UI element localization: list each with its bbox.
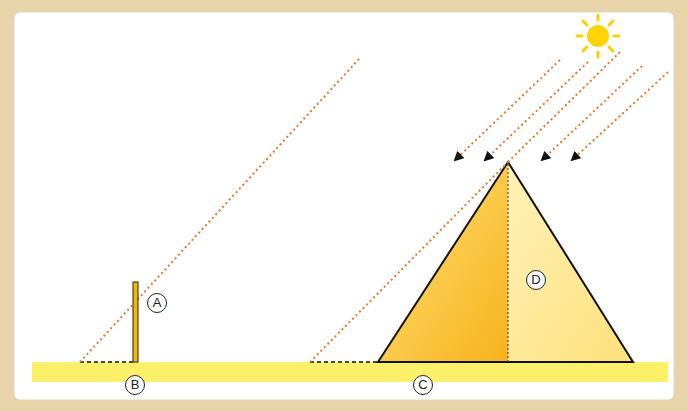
stick xyxy=(133,282,138,362)
sun-rays xyxy=(80,52,668,362)
stick-shadow xyxy=(80,361,133,363)
pyramid xyxy=(378,162,633,362)
sun-icon xyxy=(577,15,619,57)
pyramid-shadow xyxy=(310,361,378,363)
callout-letter: C xyxy=(413,375,433,395)
panel xyxy=(14,12,674,400)
callout-letter: A xyxy=(147,293,167,313)
callout-letter: D xyxy=(526,270,546,290)
callout-letter: B xyxy=(125,375,145,395)
